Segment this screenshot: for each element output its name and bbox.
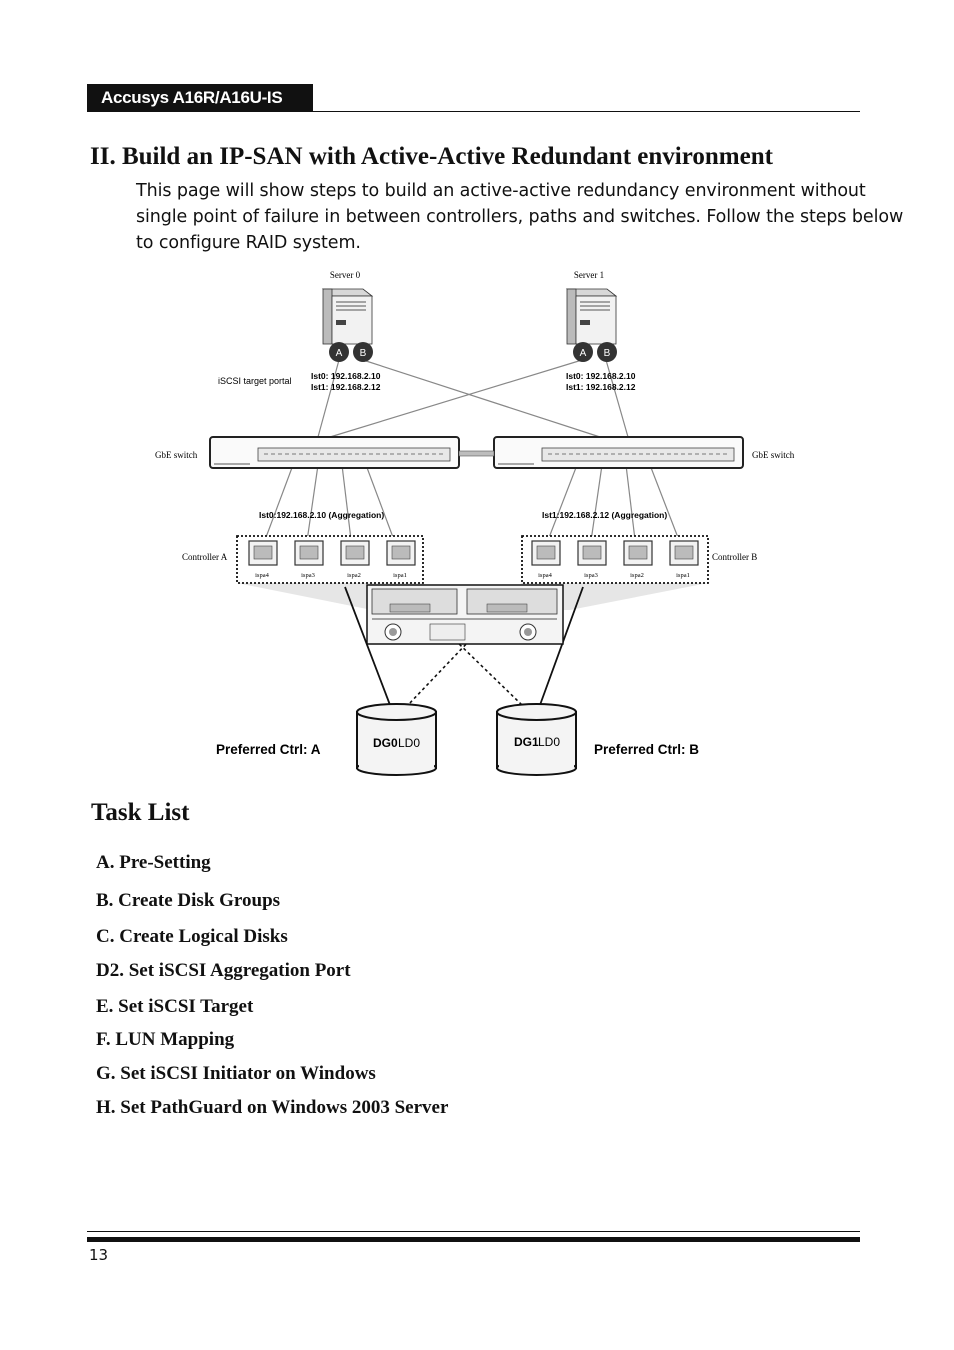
gbe-switch-right	[493, 436, 744, 469]
rj45-socket-icon	[345, 545, 365, 560]
rj45-socket-icon	[253, 545, 273, 560]
disk1-ld-label: LD0	[538, 735, 560, 749]
controller-b-port-label: ispa3	[584, 572, 598, 579]
controller-b-port-label: ispa4	[538, 572, 552, 579]
intro-paragraph: This page will show steps to build an ac…	[136, 181, 904, 253]
server-0-ist1: Ist1: 192.168.2.12	[311, 382, 381, 392]
controller-a-port-label: ispa1	[393, 572, 407, 579]
server-1-port-a: A	[580, 348, 587, 359]
switch-interlink	[458, 450, 495, 457]
footer-rule-thick	[87, 1237, 860, 1242]
task-item: E. Set iSCSI Target	[96, 996, 254, 1017]
server-1-ist1: Ist1: 192.168.2.12	[566, 382, 636, 392]
page-number: 13	[89, 1246, 109, 1264]
aggregation-right-label: Ist1:192.168.2.12 (Aggregation)	[542, 510, 667, 520]
controller-a-port-label: ispa4	[255, 572, 269, 579]
server-1-tower	[565, 288, 618, 362]
server-0-port-b: B	[360, 348, 367, 359]
disk-dg1-cylinder	[496, 703, 577, 776]
rj45-socket-icon	[582, 545, 602, 560]
rj45-port-icon	[623, 540, 653, 566]
rj45-socket-icon	[536, 545, 556, 560]
preferred-ctrl-a-label: Preferred Ctrl: A	[216, 742, 321, 757]
controller-b-port-label: ispa1	[676, 572, 690, 579]
portal-label: iSCSI target portal	[218, 376, 292, 386]
controller-b-port-label: ispa2	[630, 572, 644, 579]
server-0-label: Server 0	[330, 270, 361, 280]
task-item: F. LUN Mapping	[96, 1029, 235, 1050]
disk1-dg-label: DG1	[514, 735, 539, 749]
preferred-ctrl-b-label: Preferred Ctrl: B	[594, 742, 699, 757]
controller-a-label: Controller A	[182, 552, 228, 562]
disk0-dg-label: DG0	[373, 736, 398, 750]
server-0-tower	[321, 288, 374, 362]
rj45-socket-icon	[628, 545, 648, 560]
task-item: A. Pre-Setting	[96, 852, 211, 873]
task-list-title: Task List	[91, 799, 190, 826]
switch-right-label: GbE switch	[752, 450, 795, 460]
task-item: B. Create Disk Groups	[96, 890, 281, 911]
header-product-tab: Accusys A16R/A16U-IS	[87, 84, 313, 111]
rj45-socket-icon	[299, 545, 319, 560]
server-0-port-a: A	[336, 348, 343, 359]
task-item: H. Set PathGuard on Windows 2003 Server	[96, 1097, 449, 1118]
rj45-ports	[248, 540, 699, 566]
disk0-ld-label: LD0	[398, 736, 420, 750]
disk-dg0-cylinder	[356, 703, 437, 776]
network-diagram: A B Server 0 A B Server 1 iSCSI target p…	[155, 270, 795, 776]
rj45-port-icon	[294, 540, 324, 566]
server-1-label: Server 1	[574, 270, 604, 280]
rj45-port-icon	[340, 540, 370, 566]
enclosure-disk-cross-links	[407, 639, 523, 706]
server-1-ist0: Ist0: 192.168.2.10	[566, 371, 636, 381]
section-title: II. Build an IP-SAN with Active-Active R…	[90, 143, 773, 170]
header-rule	[87, 111, 860, 112]
server-1-port-b: B	[604, 348, 611, 359]
raid-enclosure	[366, 584, 564, 645]
task-item: G. Set iSCSI Initiator on Windows	[96, 1063, 376, 1084]
enclosure-disk-links	[344, 586, 584, 706]
switch-port-links	[261, 464, 683, 549]
switch-left-label: GbE switch	[155, 450, 198, 460]
rj45-socket-icon	[391, 545, 411, 560]
controller-b-label: Controller B	[712, 552, 757, 562]
rj45-socket-icon	[674, 545, 694, 560]
task-item: D2. Set iSCSI Aggregation Port	[96, 960, 351, 981]
server-switch-links	[317, 359, 629, 438]
server-0-ist0: Ist0: 192.168.2.10	[311, 371, 381, 381]
footer-rule-thin	[87, 1231, 860, 1232]
gbe-switch-left	[209, 436, 460, 469]
task-item: C. Create Logical Disks	[96, 926, 288, 947]
controller-a-port-label: ispa2	[347, 572, 361, 579]
rj45-port-icon	[577, 540, 607, 566]
controller-a-port-label: ispa3	[301, 572, 315, 579]
aggregation-left-label: Ist0:192.168.2.10 (Aggregation)	[259, 510, 384, 520]
